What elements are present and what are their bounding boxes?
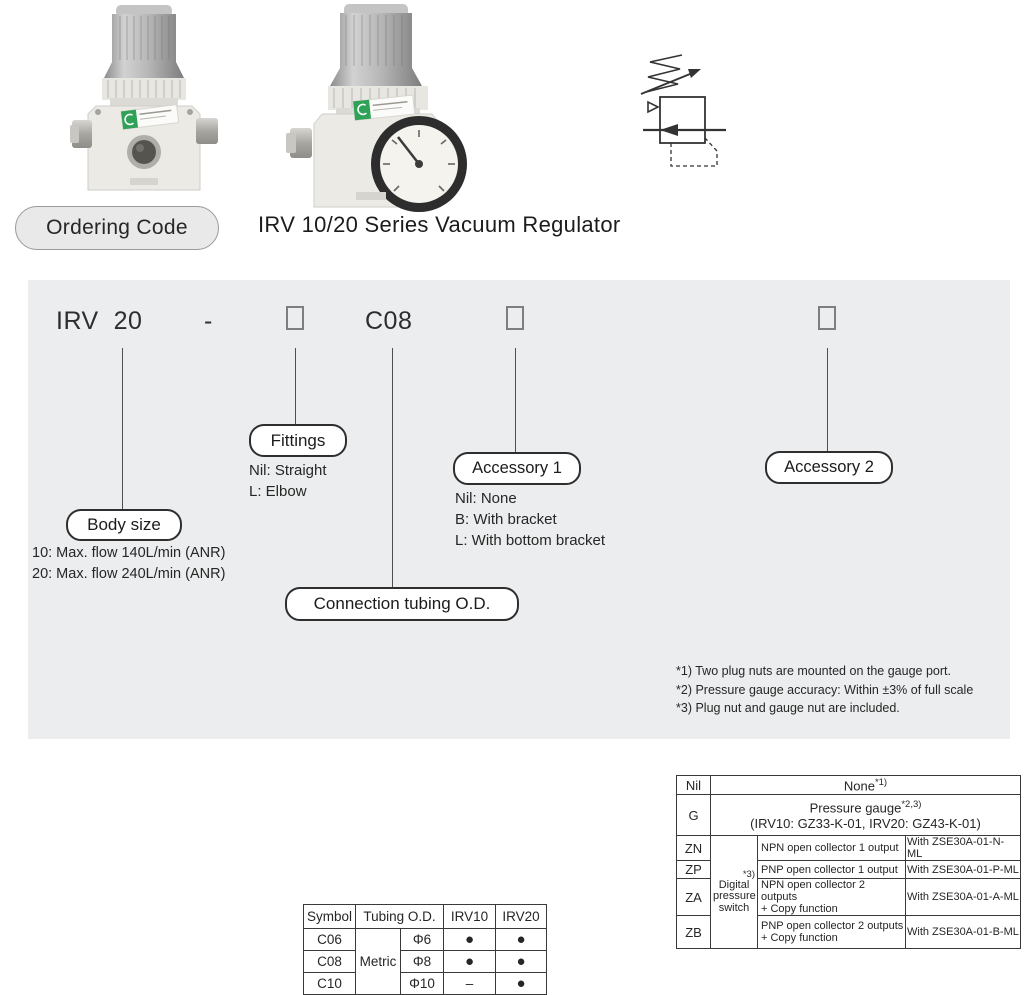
connection-tubing-pill: Connection tubing O.D. [285, 587, 519, 621]
ordering-code-pill: Ordering Code [15, 206, 219, 250]
spring-zigzag [645, 54, 683, 93]
relief-triangle [647, 100, 660, 114]
table-row-gauge: G Pressure gauge*2,3) (IRV10: GZ33-K-01,… [676, 794, 1021, 836]
page-title: IRV 10/20 Series Vacuum Regulator [258, 212, 621, 237]
product-photo-regulator-with-gauge [286, 4, 467, 212]
accessory1-options: Nil: None B: With bracket L: With bottom… [455, 490, 606, 549]
availability-dash: – [443, 972, 496, 995]
col-irv10: IRV10 [443, 904, 496, 929]
valve-box [659, 96, 706, 144]
catalog-page: { "colors": { "panel_bg": "#ecedee", "br… [15, 4, 1021, 995]
availability-dot: ● [495, 972, 547, 995]
table-row: C10 Φ10 – ● [303, 972, 547, 995]
adjust-arrowhead [688, 69, 701, 78]
connection-tubing-table: Symbol Tubing O.D. IRV10 IRV20 C06 Metri… [303, 904, 547, 995]
accessory1-pill: Accessory 1 [453, 452, 581, 485]
connector-fittings [295, 348, 296, 424]
col-tubing-od: Tubing O.D. [355, 904, 444, 929]
fittings-options: Nil: Straight L: Elbow [249, 462, 327, 500]
adjust-knob [330, 13, 422, 86]
connector-tubing [392, 348, 393, 587]
brand-logo-icon [357, 103, 367, 116]
availability-dot: ● [443, 950, 496, 973]
fittings-pill: Fittings [249, 424, 347, 457]
col-symbol: Symbol [303, 904, 356, 929]
availability-dot: ● [443, 928, 496, 951]
table-row: C06 Metric Φ6 ● ● [303, 928, 547, 995]
footnotes: *1) Two plug nuts are mounted on the gau… [676, 662, 973, 718]
pilot-dashed-line [670, 137, 718, 167]
accessory2-table: Nil None*1) G Pressure gauge*2,3) (IRV10… [676, 775, 1021, 949]
gauge-needle [397, 136, 420, 165]
regulator-schematic-symbol [640, 54, 726, 167]
connector-accessory2 [827, 348, 828, 451]
availability-dot: ● [495, 928, 547, 951]
knob-ridges [119, 16, 170, 60]
footnote-3: *3) Plug nut and gauge nut are included. [676, 701, 900, 715]
digital-pressure-switch-cell: *3) Digital pressure switch [710, 835, 758, 949]
col-irv20: IRV20 [495, 904, 547, 929]
table-row-zn: ZN *3) Digital pressure switch NPN open … [676, 835, 1021, 949]
adjust-knob [104, 14, 184, 78]
product-photo-regulator [70, 5, 218, 191]
availability-dot: ● [495, 950, 547, 973]
footnote-1: *1) Two plug nuts are mounted on the gau… [676, 664, 951, 678]
collar-ring [102, 78, 186, 100]
body-size-pill: Body size [66, 509, 182, 541]
connector-accessory1 [515, 348, 516, 452]
code-model: IRV 20 [56, 307, 143, 335]
accessory1-option-box-icon [506, 306, 524, 330]
product-label [352, 94, 416, 121]
ordering-code-panel: IRV 20 - C08 Fittings Body size Accessor… [28, 280, 1021, 995]
table-row-nil: Nil None*1) [676, 775, 1021, 795]
collar-notches [107, 80, 181, 98]
table-row: C08 Φ8 ● ● [303, 950, 547, 973]
body-size-options: 10: Max. flow 140L/min (ANR) 20: Max. fl… [32, 545, 226, 582]
accessory2-option-box-icon [818, 306, 836, 330]
footnote-2: *2) Pressure gauge accuracy: Within ±3% … [676, 682, 974, 697]
code-tubing: C08 [365, 307, 413, 335]
ordering-code-label: Ordering Code [46, 216, 188, 239]
code-dash: - [204, 307, 213, 335]
flow-arrowhead [660, 124, 678, 136]
product-label [120, 104, 180, 130]
gauge-ticks [383, 130, 455, 192]
brand-logo-icon [124, 113, 135, 126]
connector-body-size [122, 348, 123, 509]
side-port-right [196, 118, 218, 144]
adjust-arrow [640, 73, 691, 95]
table-header-row: Symbol Tubing O.D. IRV10 IRV20 [303, 904, 547, 929]
accessory2-pill: Accessory 2 [765, 451, 893, 484]
fittings-option-box-icon [286, 306, 304, 330]
metric-group-cell: Metric [355, 928, 401, 995]
